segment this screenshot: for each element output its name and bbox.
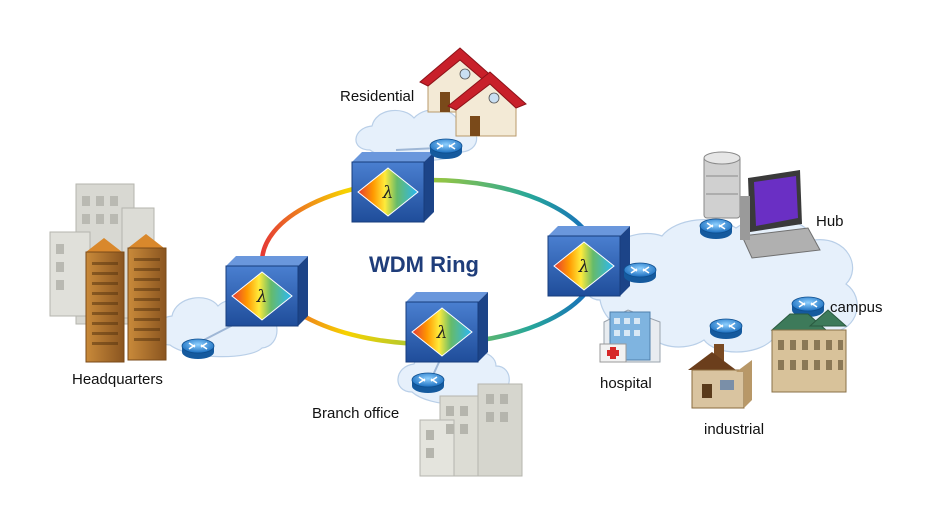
wdm-node-right-symbol: λ bbox=[578, 257, 590, 277]
wdm-node-top[interactable]: λ bbox=[351, 151, 435, 223]
server-icon bbox=[703, 151, 741, 219]
router-icon[interactable] bbox=[623, 262, 657, 284]
router-icon[interactable] bbox=[429, 138, 463, 160]
hospital-icon bbox=[599, 309, 661, 363]
router-icon[interactable] bbox=[709, 318, 743, 340]
label-hospital: hospital bbox=[600, 375, 652, 392]
wdm-node-bottom-symbol: λ bbox=[436, 323, 448, 343]
wdm-node-right[interactable]: λ bbox=[547, 225, 631, 297]
campus-building-icon bbox=[770, 309, 848, 393]
label-branch-office: Branch office bbox=[312, 405, 399, 422]
computer-icon bbox=[740, 170, 821, 259]
wdm-node-left-symbol: λ bbox=[256, 287, 268, 307]
label-industrial: industrial bbox=[704, 421, 764, 438]
diagram-title: WDM Ring bbox=[369, 252, 479, 277]
house-icon bbox=[447, 71, 527, 137]
label-headquarters: Headquarters bbox=[72, 371, 163, 388]
wdm-node-top-symbol: λ bbox=[382, 183, 394, 203]
wdm-node-left[interactable]: λ bbox=[225, 255, 309, 327]
label-hub: Hub bbox=[816, 213, 844, 230]
router-icon[interactable] bbox=[411, 372, 445, 394]
router-icon[interactable] bbox=[181, 338, 215, 360]
wdm-node-bottom[interactable]: λ bbox=[405, 291, 489, 363]
label-campus: campus bbox=[830, 299, 883, 316]
factory-icon bbox=[688, 344, 752, 409]
label-residential: Residential bbox=[340, 88, 414, 105]
router-icon[interactable] bbox=[699, 218, 733, 240]
office-building-icon bbox=[85, 234, 167, 363]
office-building-icon bbox=[419, 383, 523, 477]
